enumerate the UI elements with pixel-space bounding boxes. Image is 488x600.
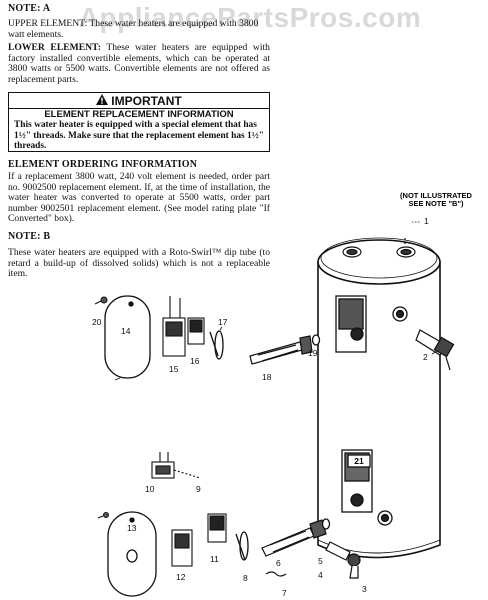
label-14: 14: [121, 326, 131, 336]
label-20: 20: [92, 317, 102, 327]
label-13: 13: [127, 523, 137, 533]
top-fittings: [342, 238, 416, 258]
label-16: 16: [190, 356, 200, 366]
label-6: 6: [276, 558, 281, 568]
leader-lines: [114, 221, 438, 381]
drain-valve: [325, 541, 361, 579]
important-title-bar: IMPORTANT: [9, 93, 269, 109]
upper-heating-element: [249, 335, 313, 365]
note-b-text: These water heaters are equipped with a …: [8, 247, 270, 280]
warning-triangle-icon: [96, 94, 109, 108]
important-title: IMPORTANT: [111, 94, 182, 108]
label-9: 9: [196, 484, 201, 494]
wire-clip: [265, 571, 287, 577]
relief-valve: [415, 329, 455, 371]
element-replacement-heading: ELEMENT REPLACEMENT INFORMATION: [44, 109, 234, 120]
label-5: 5: [318, 556, 323, 566]
label-17: 17: [218, 317, 228, 327]
label-8: 8: [243, 573, 248, 583]
upper-element-washer: [311, 334, 321, 346]
label-11: 11: [210, 554, 219, 564]
label-1: 1: [424, 216, 429, 226]
lower-element-washer: [321, 518, 331, 530]
not-illustrated-note-line1: (NOT ILLUSTRATED: [400, 191, 473, 200]
upper-element-opening: [335, 295, 367, 353]
upper-element-text: UPPER ELEMENT: These water heaters are e…: [8, 18, 259, 40]
upper-thermostat: [187, 317, 205, 345]
relief-valve-port: [392, 306, 408, 322]
label-18: 18: [262, 372, 272, 382]
ordering-heading: ELEMENT ORDERING INFORMATION: [8, 159, 198, 170]
lower-heating-element: [261, 519, 327, 557]
important-box: IMPORTANT ELEMENT REPLACEMENT INFORMATIO…: [8, 92, 270, 152]
label-3: 3: [362, 584, 367, 594]
lower-element-text: These water heaters are equipped with fa…: [8, 42, 270, 85]
ordering-text: If a replacement 3800 watt, 240 volt ele…: [8, 171, 270, 225]
lower-element-paragraph: LOWER ELEMENT: These water heaters are e…: [8, 42, 270, 85]
lower-thermostat: [207, 513, 227, 543]
not-illustrated-note-line2: SEE NOTE "B"): [408, 199, 464, 208]
upper-insulation-bracket: [162, 296, 186, 357]
lower-cover: [107, 511, 157, 597]
lower-insulation-bracket: [171, 529, 193, 567]
lower-element-label: LOWER ELEMENT:: [8, 42, 101, 53]
lower-gasket: [235, 531, 249, 561]
label-15: 15: [169, 364, 179, 374]
lower-screw: [97, 512, 109, 519]
note-b-label: NOTE: B: [8, 231, 51, 242]
watermark: AppliancePartsPros.com: [78, 2, 422, 33]
lower-bracket-clip: [151, 452, 201, 479]
lower-element-opening: [341, 449, 393, 526]
label-21: 21: [354, 456, 364, 466]
label-2: 2: [423, 352, 428, 362]
label-7: 7: [282, 588, 287, 598]
label-10: 10: [145, 484, 155, 494]
label-19: 19: [308, 348, 318, 358]
upper-gasket: [209, 330, 224, 360]
upper-cover: [104, 295, 151, 379]
label-12: 12: [176, 572, 186, 582]
screw: [94, 296, 108, 305]
element-replacement-body: This water heater is equipped with a spe…: [14, 120, 264, 151]
note-a-label: NOTE: A: [8, 3, 51, 14]
water-heater-tank: [317, 237, 441, 559]
label-4: 4: [318, 570, 323, 580]
